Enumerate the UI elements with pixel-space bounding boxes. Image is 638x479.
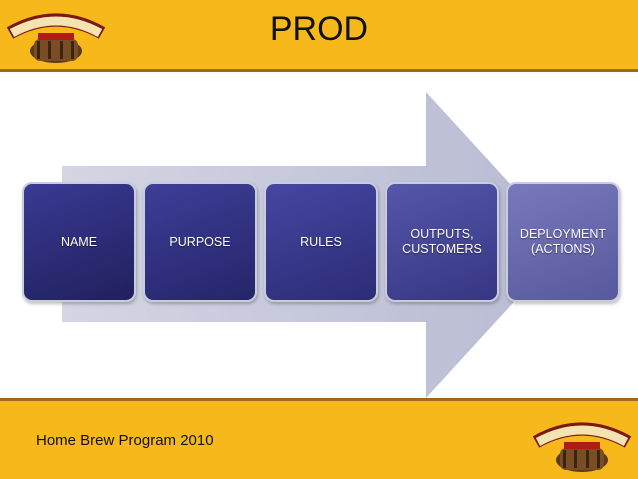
bundaberg-logo-bottom bbox=[532, 422, 632, 472]
step-purpose: PURPOSE bbox=[143, 182, 257, 302]
step-deployment-actions: DEPLOYMENT (ACTIONS) bbox=[506, 182, 620, 302]
step-outputs-customers: OUTPUTS, CUSTOMERS bbox=[385, 182, 499, 302]
step-outputs-label: OUTPUTS, CUSTOMERS bbox=[402, 227, 482, 256]
step-name-label: NAME bbox=[60, 234, 98, 249]
step-rules: RULES bbox=[264, 182, 378, 302]
step-purpose-label: PURPOSE bbox=[169, 234, 231, 249]
bundaberg-logo-top bbox=[6, 13, 106, 63]
footer-banner bbox=[0, 398, 638, 479]
header-banner bbox=[0, 0, 638, 72]
slide-title: PROD bbox=[269, 10, 369, 48]
step-rules-label: RULES bbox=[300, 234, 342, 249]
step-deployment-label: DEPLOYMENT (ACTIONS) bbox=[519, 227, 607, 256]
step-name: NAME bbox=[22, 182, 136, 302]
footer-text: Home Brew Program 2010 bbox=[36, 432, 214, 449]
